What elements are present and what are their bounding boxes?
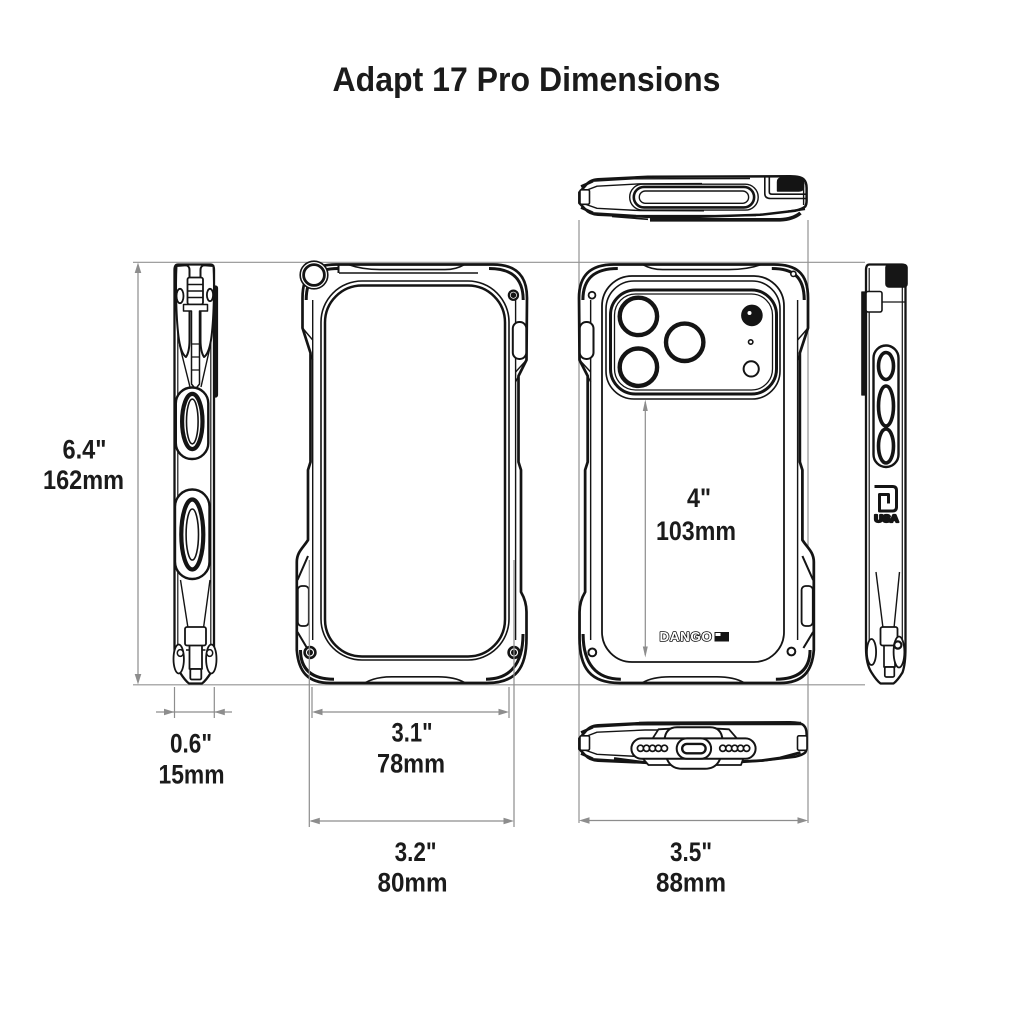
svg-text:103mm: 103mm [656,516,736,546]
svg-text:3.1": 3.1" [392,718,433,748]
svg-text:15mm: 15mm [159,760,225,790]
svg-text:0.6": 0.6" [170,728,212,758]
svg-text:USA: USA [875,514,899,525]
svg-text:162mm: 162mm [43,465,124,495]
svg-text:80mm: 80mm [378,867,448,897]
svg-text:Adapt 17 Pro Dimensions: Adapt 17 Pro Dimensions [333,61,721,99]
svg-text:6.4": 6.4" [63,435,107,465]
svg-text:4": 4" [687,483,711,513]
svg-text:3.5": 3.5" [670,837,712,867]
svg-text:78mm: 78mm [377,748,445,778]
svg-text:88mm: 88mm [656,867,726,897]
svg-text:DANGO: DANGO [660,630,713,644]
svg-text:3.2": 3.2" [395,837,437,867]
